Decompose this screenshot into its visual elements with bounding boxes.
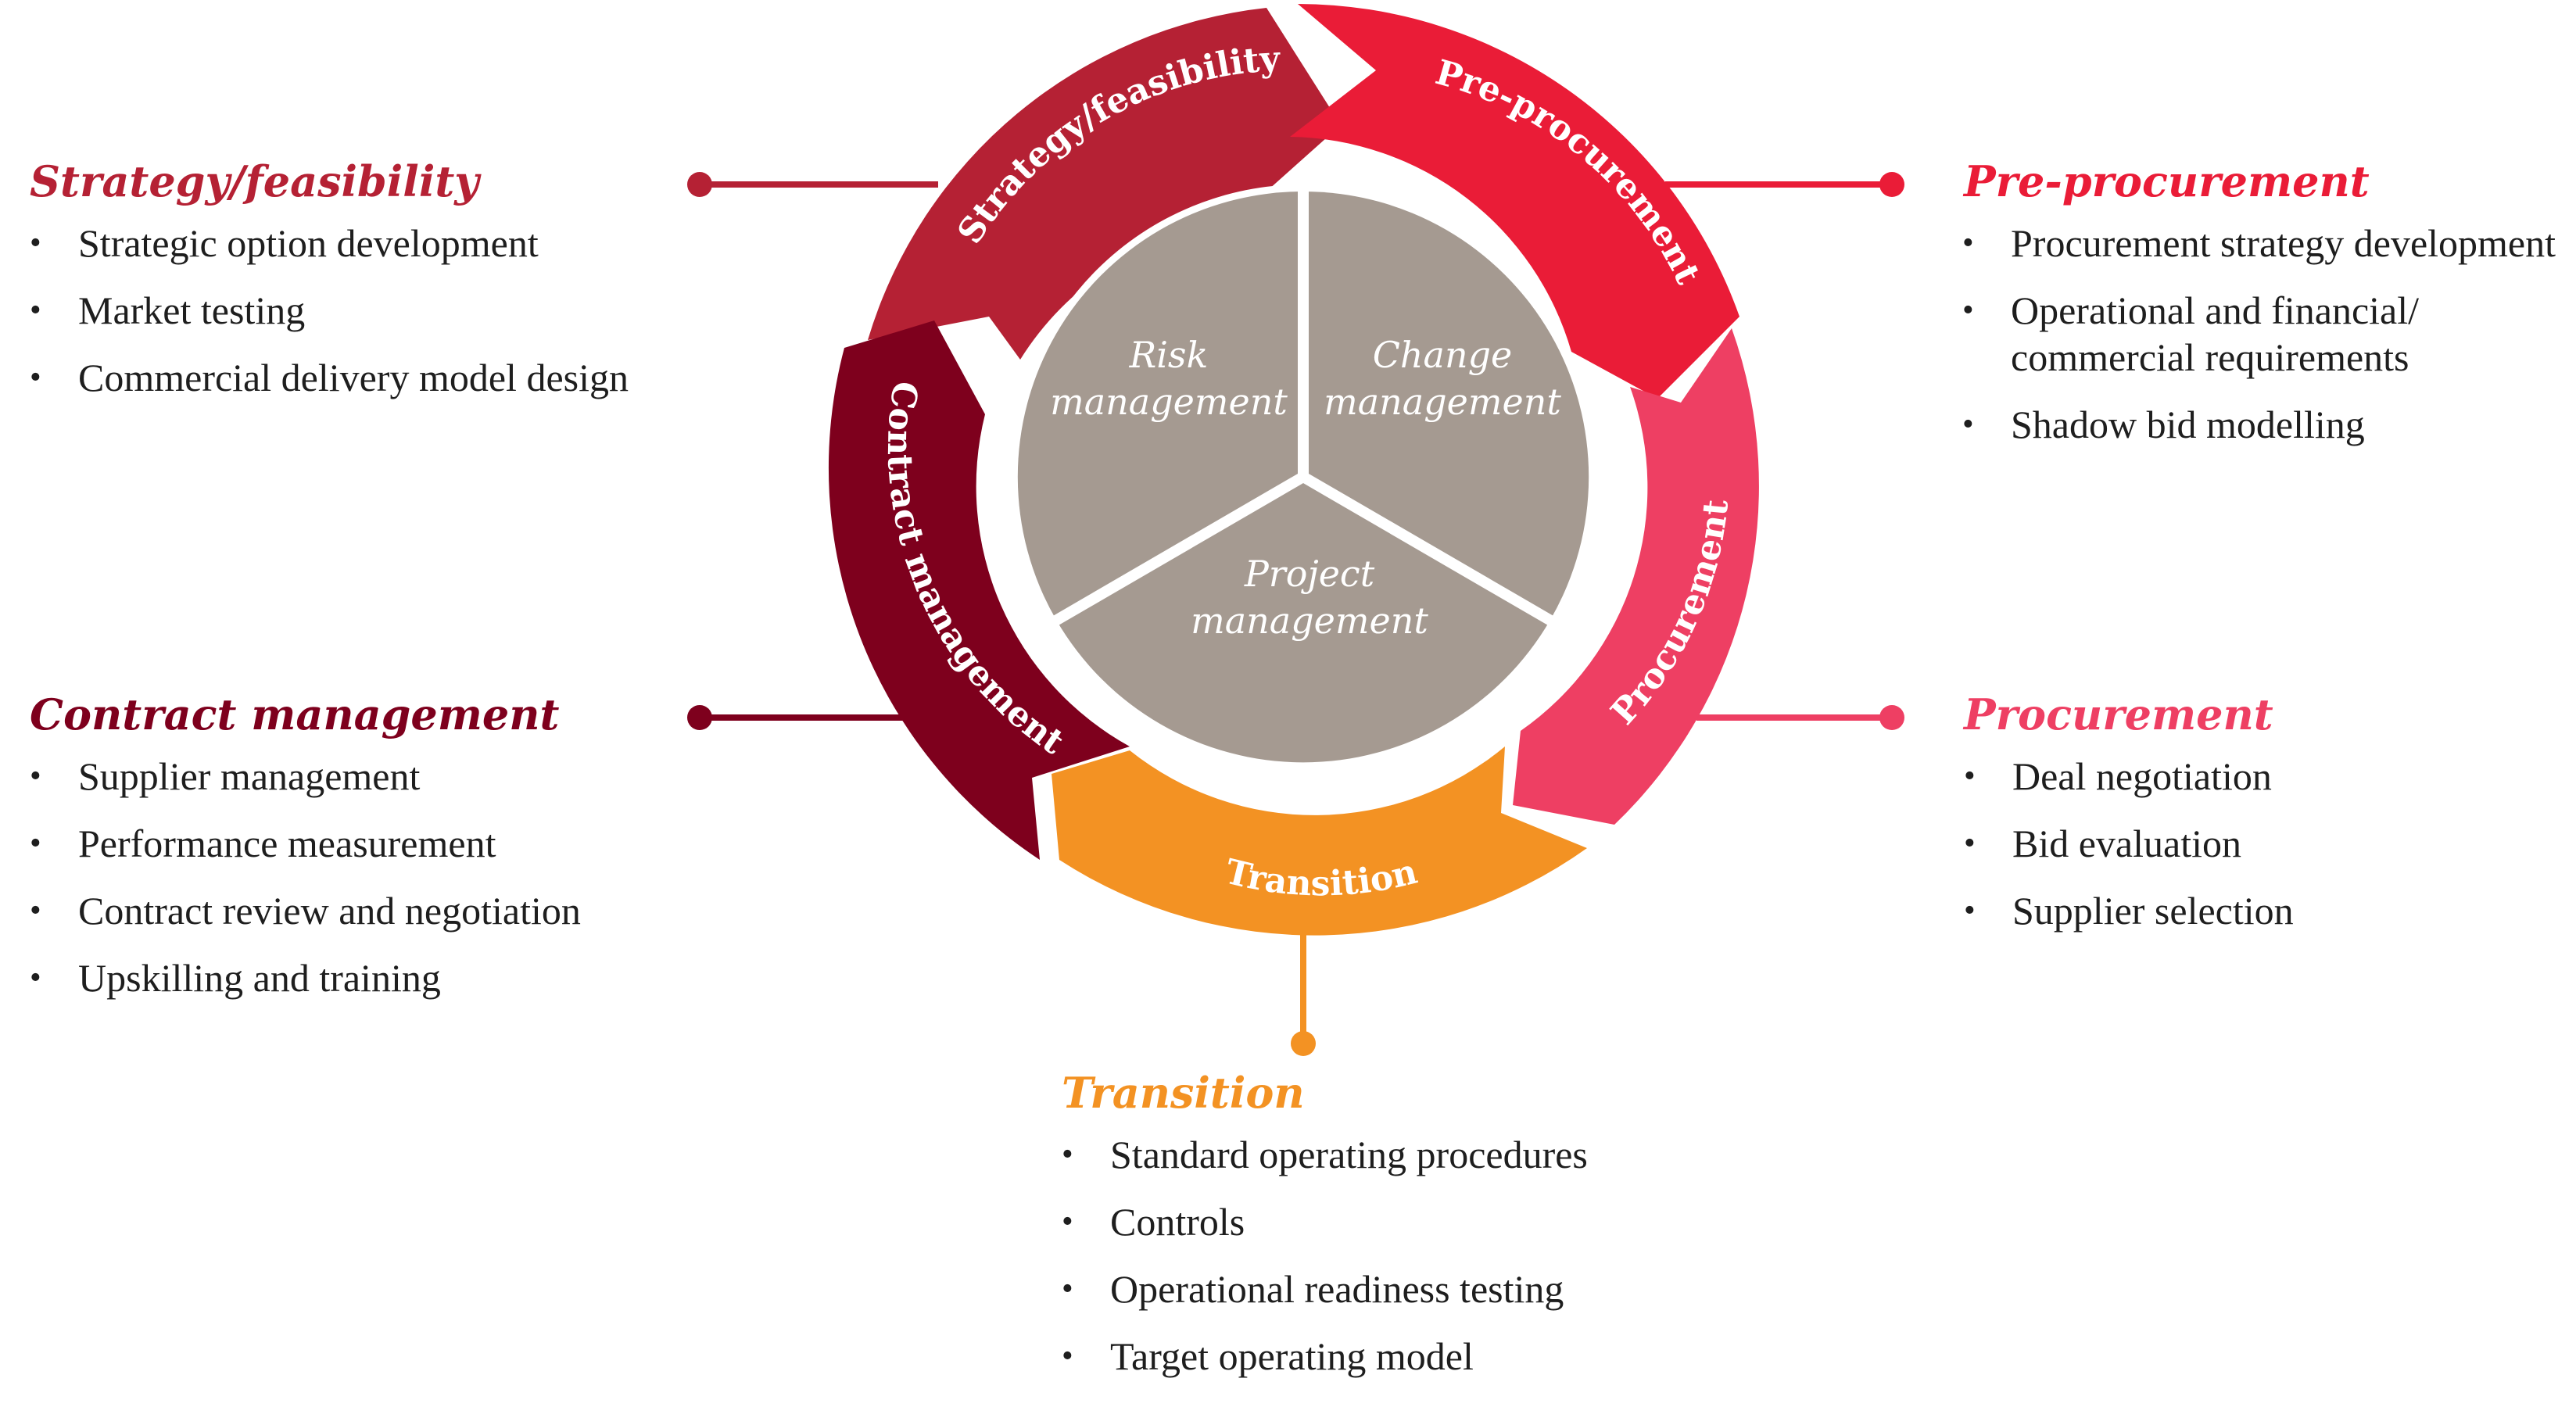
bullet-icon: • [1062,1337,1073,1374]
segment-pre-procurement[interactable] [1290,4,1739,399]
list-item: •Shadow bid modelling [1962,402,2365,446]
bullet-icon: • [1964,825,1976,861]
bullet-icon: • [1062,1203,1073,1240]
list-item: •Contract review and negotiation [30,888,581,933]
list-item: •Upskilling and training [30,955,441,1000]
list-item: •Standard operating procedures [1062,1132,1588,1176]
list-item: •Market testing [30,288,306,332]
panel-title-contract: Contract management [30,689,560,739]
core-label-risk-2: management [1050,381,1288,423]
connector-dot-pre-procurement [1879,172,1904,197]
bullet-icon: • [1964,757,1976,794]
core-label-change-2: management [1324,381,1561,423]
core-label-change-1: Change [1373,334,1513,376]
bullet-icon: • [30,359,41,396]
list-item: •Performance measurement [30,821,496,865]
panel-transition: Transition •Standard operating procedure… [1062,1068,1765,1400]
connector-dot-strategy [687,172,712,197]
panel-title-procurement: Procurement [1964,689,2273,739]
core-circle [1011,184,1596,769]
list-item: •Commercial delivery model design [30,355,629,399]
panel-pre-procurement: Pre-procurement •Procurement strategy de… [1962,156,2558,468]
core-label-risk-1: Risk [1129,334,1209,376]
connector-strategy [687,172,938,197]
connector-dot-transition [1291,1031,1316,1056]
list-item: •Operational and financial/ commercial r… [1962,288,2419,379]
bullet-icon: • [1962,406,1974,442]
panel-title-pre-procurement: Pre-procurement [1964,156,2370,206]
bullet-icon: • [30,292,41,328]
list-item: •Strategic option development [30,220,539,265]
bullet-icon: • [30,959,41,996]
list-item: •Supplier selection [1964,888,2294,933]
panel-strategy-feasibility: Strategy/feasibility •Strategic option d… [30,156,694,421]
panel-list-procurement: •Deal negotiation •Bid evaluation •Suppl… [1964,753,2558,934]
list-item: •Operational readiness testing [1062,1266,1564,1311]
segment-procurement[interactable] [1513,328,1759,825]
panel-list-strategy: •Strategic option development •Market te… [30,220,694,401]
connector-transition [1291,930,1316,1056]
core-label-project-2: management [1191,600,1428,642]
bullet-icon: • [30,224,41,261]
bullet-icon: • [1962,224,1974,261]
connector-dot-contract [687,705,712,730]
bullet-icon: • [30,757,41,794]
list-item: •Supplier management [30,754,421,798]
list-item: •Controls [1062,1199,1245,1244]
list-item: •Bid evaluation [1964,821,2241,865]
connector-pre-procurement [1665,172,1904,197]
bullet-icon: • [1062,1270,1073,1307]
segment-contract-management[interactable] [828,320,1130,860]
bullet-icon: • [30,825,41,861]
core-label-project-1: Project [1244,553,1375,595]
core-sector-project[interactable] [1056,477,1550,763]
list-item: •Procurement strategy development [1962,220,2556,265]
panel-list-transition: •Standard operating procedures •Controls… [1062,1131,1765,1380]
connector-procurement [1696,705,1904,730]
segment-strategy-feasibility[interactable] [868,8,1341,360]
panel-title-strategy: Strategy/feasibility [30,156,479,206]
bullet-icon: • [1062,1136,1073,1172]
list-item: •Deal negotiation [1964,754,2272,798]
connector-dot-procurement [1879,705,1904,730]
connector-contract [687,705,903,730]
panel-list-contract: •Supplier management •Performance measur… [30,753,694,1001]
panel-list-pre-procurement: •Procurement strategy development •Opera… [1962,220,2558,448]
segment-transition[interactable] [1052,746,1587,936]
panel-title-transition: Transition [1062,1068,1305,1118]
panel-contract-management: Contract management •Supplier management… [30,689,694,1022]
bullet-icon: • [30,892,41,929]
bullet-icon: • [1962,292,1974,328]
bullet-icon: • [1964,892,1976,929]
panel-procurement: Procurement •Deal negotiation •Bid evalu… [1964,689,2558,954]
list-item: •Target operating model [1062,1334,1474,1378]
